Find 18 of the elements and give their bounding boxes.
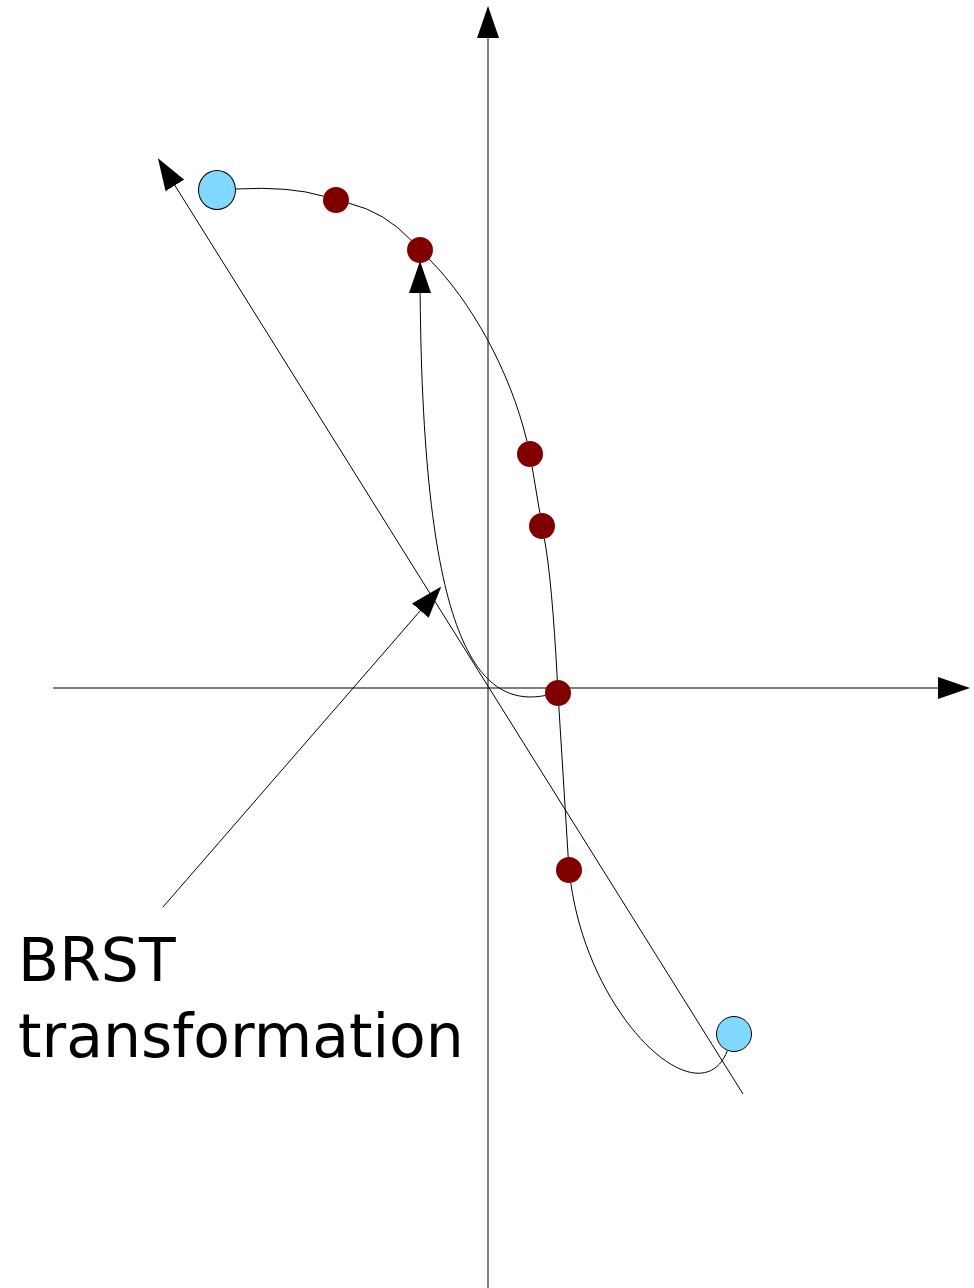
trajectory-point	[323, 187, 349, 213]
trajectory-point	[198, 170, 236, 210]
trajectory-point	[529, 513, 555, 539]
trajectory-point	[517, 441, 543, 467]
curve-segment	[543, 538, 558, 681]
curve-segment	[531, 466, 541, 514]
annotation-label: BRST transformation	[18, 922, 508, 1074]
curve-segment	[428, 258, 528, 442]
trajectory-point	[545, 680, 571, 706]
arrow	[409, 261, 546, 698]
curve-segment	[235, 187, 325, 197]
trajectory-point	[407, 237, 433, 263]
curve-segment	[570, 882, 728, 1074]
leader-line	[162, 586, 442, 908]
curve-segment	[558, 705, 569, 858]
trajectory-point	[716, 1016, 752, 1052]
trajectory-point	[556, 857, 582, 883]
curve-segment	[348, 202, 412, 241]
